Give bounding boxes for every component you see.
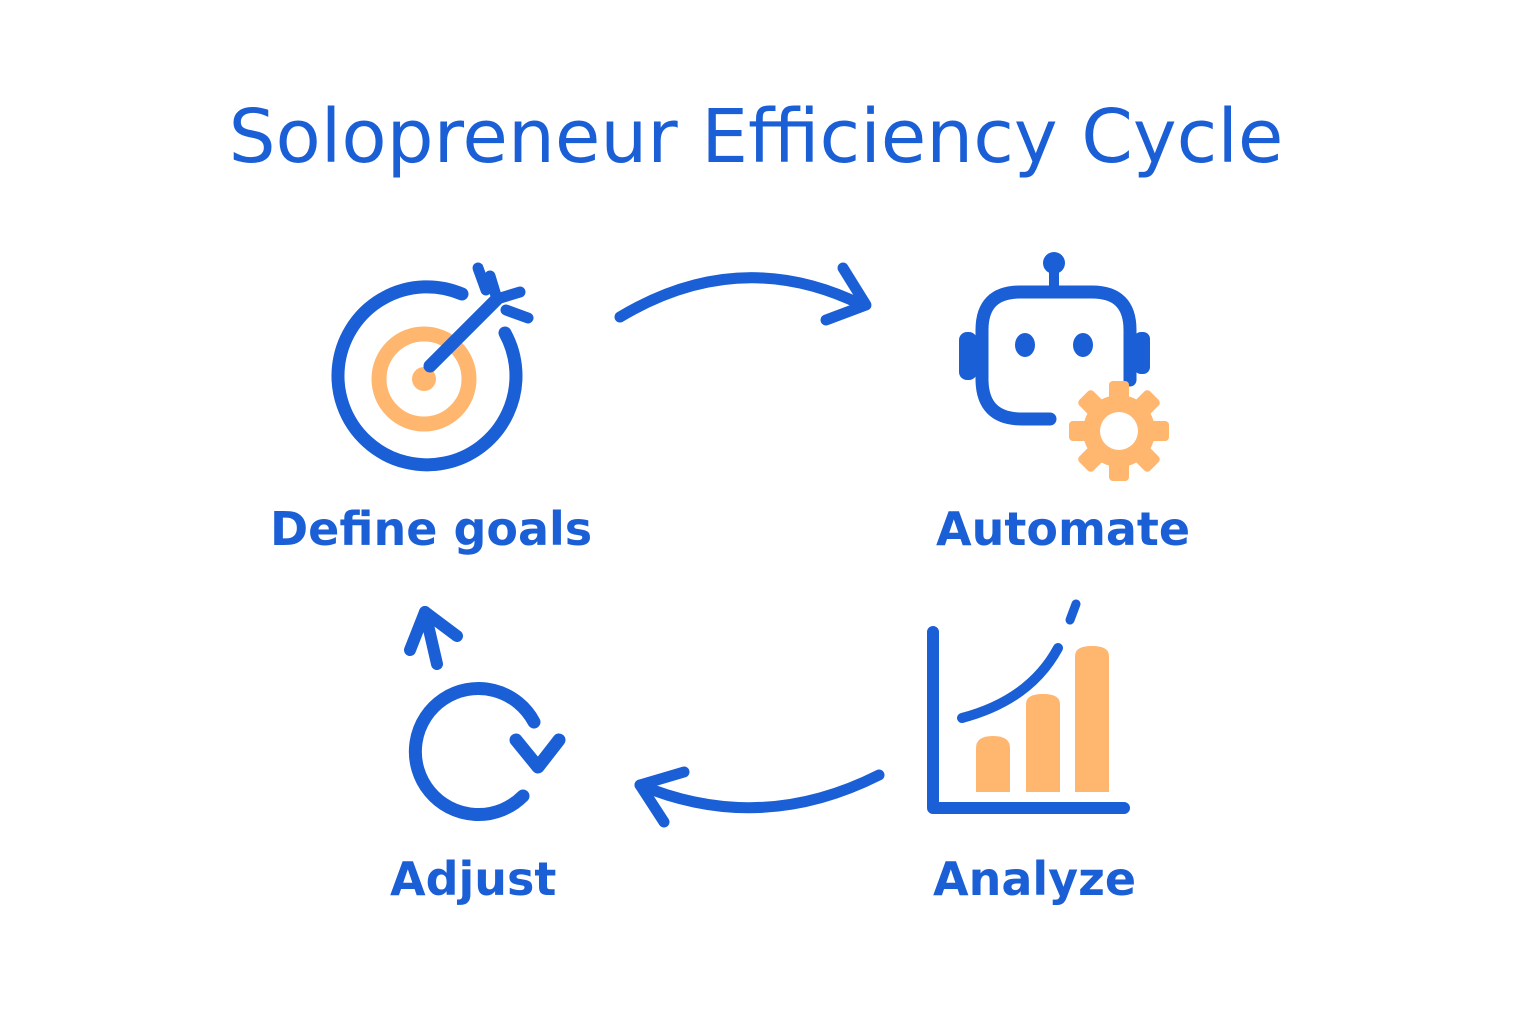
gear-icon [1069, 381, 1169, 481]
arrow-define-to-automate [614, 262, 872, 326]
step-label-adjust: Adjust [390, 852, 557, 906]
robot-gear-icon [959, 252, 1169, 481]
step-label-automate: Automate [936, 502, 1191, 556]
step-label-define-goals: Define goals [270, 502, 593, 556]
arrow-analyze-to-adjust [634, 766, 885, 828]
refresh-icon [404, 606, 566, 821]
bar-chart-icon [927, 599, 1130, 814]
step-label-analyze: Analyze [933, 852, 1137, 906]
diagram-title: Solopreneur Efficiency Cycle [228, 94, 1284, 180]
target-icon [331, 262, 534, 472]
